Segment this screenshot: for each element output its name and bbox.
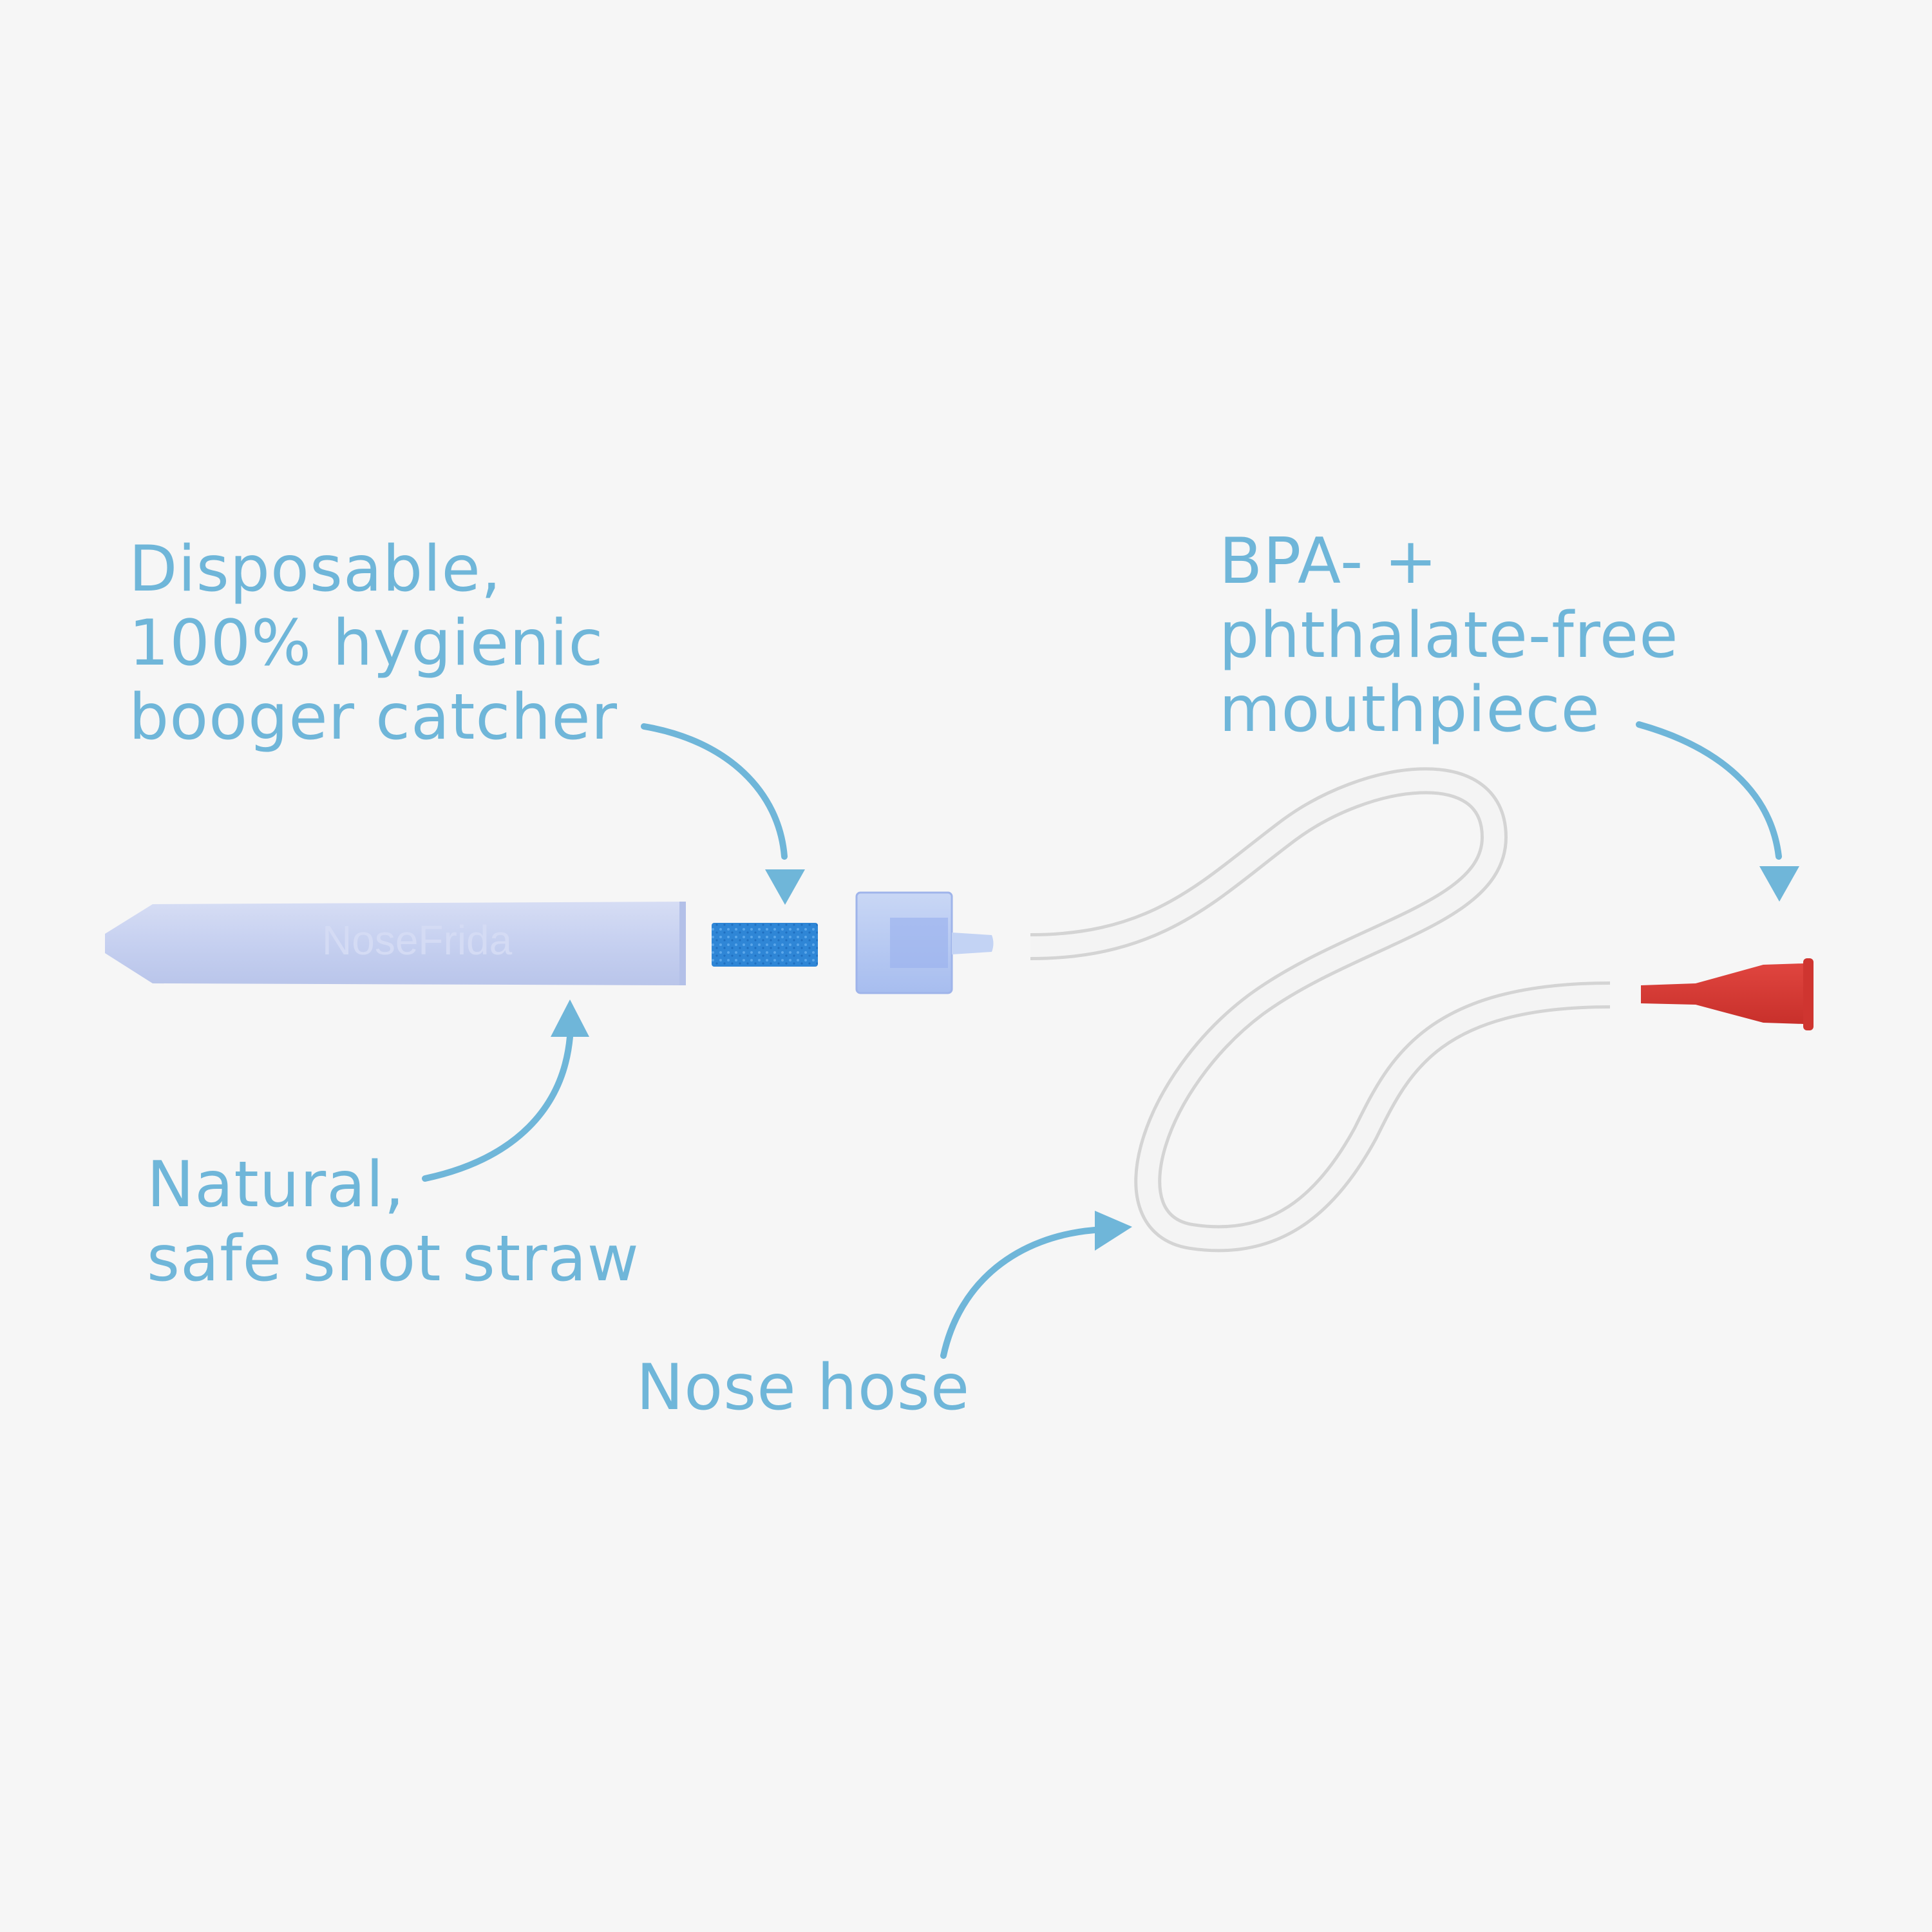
snot-straw-tube: NoseFrida bbox=[105, 902, 686, 985]
arrowhead-tube bbox=[551, 999, 589, 1037]
arrow-hose bbox=[940, 1227, 1098, 1359]
tube-brand-emboss: NoseFrida bbox=[322, 917, 513, 963]
filter bbox=[712, 923, 818, 967]
label-tube: Natural,safe snot straw bbox=[147, 1148, 639, 1296]
arrowhead-mouthpiece bbox=[1759, 866, 1799, 902]
cap-connector bbox=[855, 891, 994, 994]
arrow-tube bbox=[422, 1034, 573, 1182]
label-hose: Nose hose bbox=[636, 1351, 971, 1425]
arrow-mouthpiece bbox=[1636, 721, 1782, 860]
arrowhead-hose bbox=[1095, 1211, 1132, 1251]
arrowhead-filter bbox=[765, 869, 805, 905]
mouthpiece bbox=[1641, 958, 1814, 1030]
arrow-filter bbox=[641, 723, 788, 860]
